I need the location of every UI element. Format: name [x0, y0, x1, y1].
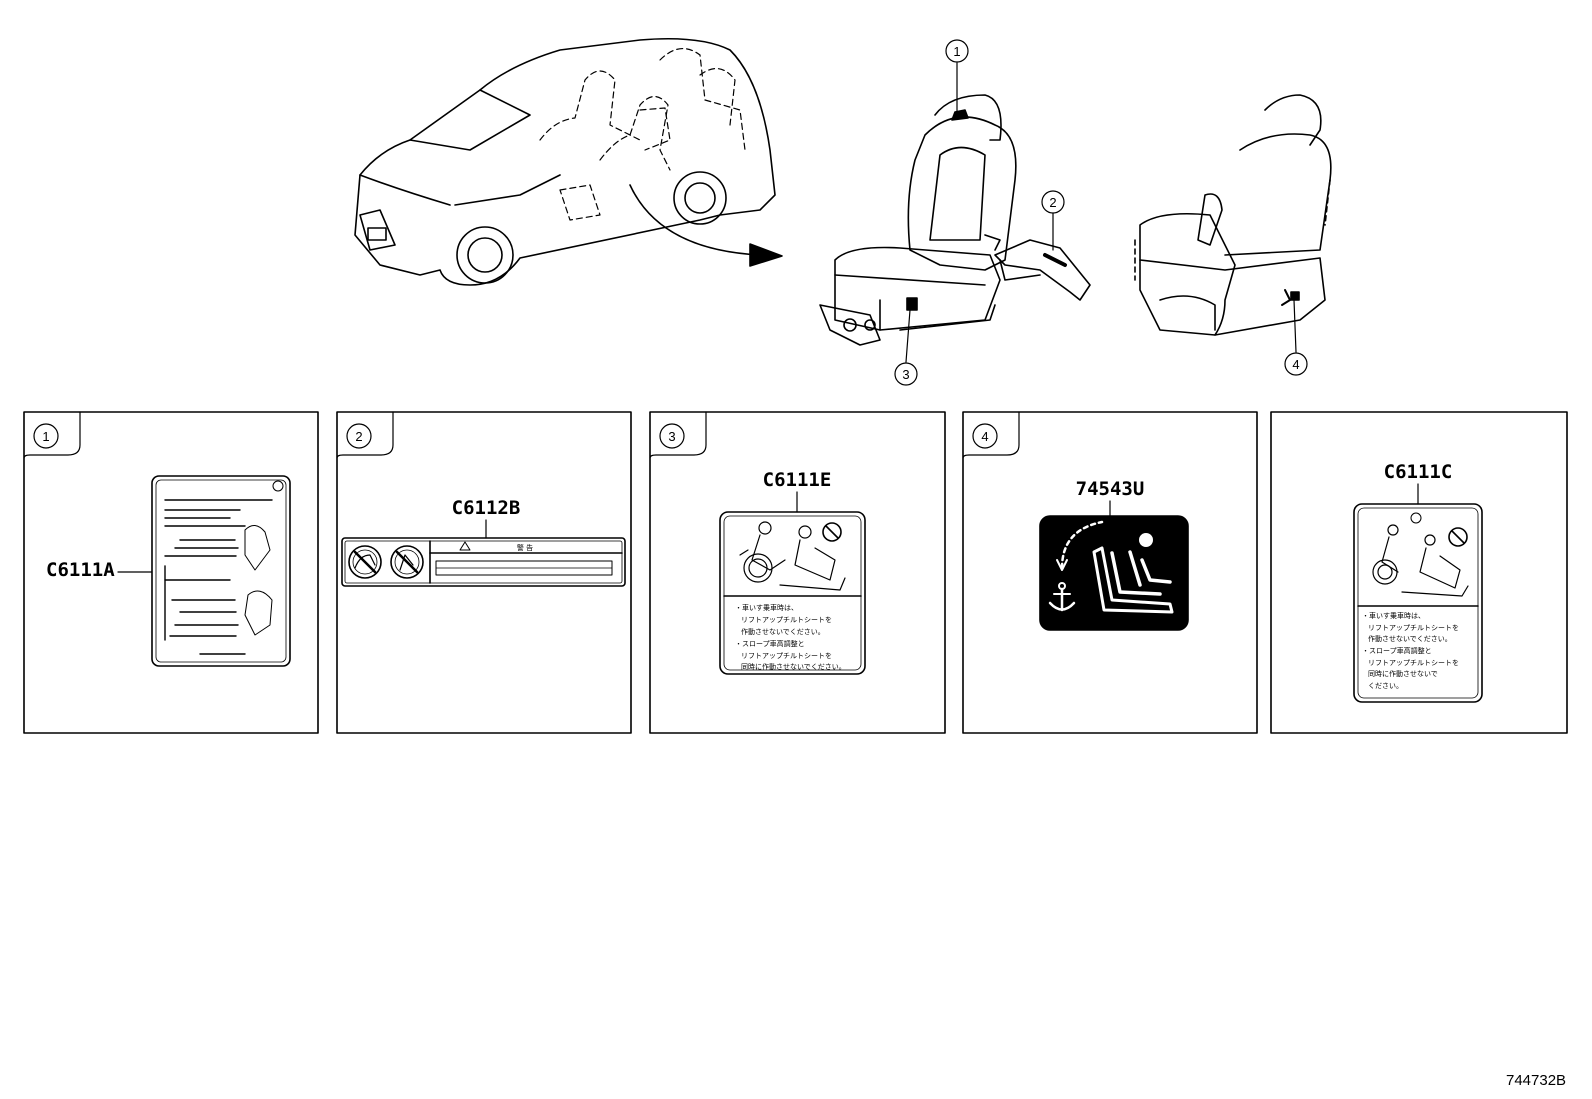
bracket-illustration	[994, 239, 1091, 301]
part-code-c6112b: C6112B	[452, 497, 521, 519]
label-c6111c-line-6: 同時に作動させないで	[1368, 669, 1438, 678]
label-c6111c-line-2: リフトアップチルトシートを	[1368, 624, 1459, 632]
rear-seat-illustration	[1134, 94, 1332, 336]
panel-4-callout-circle	[972, 423, 998, 449]
callout-circle-2	[1041, 190, 1065, 214]
callout-circle-1	[945, 39, 969, 63]
label-c6111a	[117, 475, 291, 667]
detail-panels: 1 2 3 4 C6111A C6112B C6111E 74543U C611…	[23, 411, 1568, 734]
label-74543u	[1039, 500, 1189, 631]
panel-2-frame	[336, 411, 632, 734]
label-c6111e-line-4: ・スロープ車高調整と	[735, 639, 805, 648]
label-c6111c	[1353, 483, 1483, 703]
callout-number-3: 3	[902, 367, 909, 382]
panel-1-callout-circle	[33, 423, 59, 449]
callout-circle-3	[894, 362, 918, 386]
panel-frames	[23, 411, 1568, 734]
panel-1-frame	[23, 411, 319, 734]
label-c6111c-line-3: 作動させないでください。	[1368, 634, 1452, 643]
panel-2-callout-circle	[346, 423, 372, 449]
front-seat-illustration	[819, 94, 1017, 346]
part-code-c6111e: C6111E	[763, 469, 832, 491]
part-code-c6111c: C6111C	[1384, 461, 1453, 483]
panel-3-callout: 3	[668, 429, 675, 444]
label-c6111e-line-1: ・車いす乗車時は、	[735, 603, 798, 612]
drawing-number: 744732B	[1506, 1072, 1567, 1089]
label-c6111e-line-2: リフトアップチルトシートを	[741, 616, 832, 624]
panel-3-frame	[649, 411, 946, 734]
panel-3-callout-circle	[659, 423, 685, 449]
panel-5-frame	[1270, 411, 1568, 734]
panel-1-callout: 1	[42, 429, 49, 444]
callout-number-2: 2	[1049, 195, 1056, 210]
panel-4-frame	[962, 411, 1258, 734]
callout-number-1: 1	[953, 44, 960, 59]
label-c6111c-line-7: ください。	[1368, 682, 1403, 690]
callout-leaders	[905, 62, 1297, 363]
overview-illustration: 1 2 3 4	[354, 37, 1332, 386]
label-c6112b: 警 告	[341, 519, 626, 587]
pointer-arrow	[629, 184, 783, 267]
label-c6111e-line-3: 作動させないでください。	[741, 627, 825, 636]
label-c6111c-line-5: リフトアップチルトシートを	[1368, 659, 1459, 667]
label-c6111c-line-1: ・車いす乗車時は、	[1362, 611, 1425, 620]
label-c6112b-header: 警 告	[517, 543, 533, 552]
label-c6111e	[719, 491, 866, 675]
part-code-c6111a: C6111A	[46, 559, 115, 581]
label-c6111e-line-5: リフトアップチルトシートを	[741, 652, 832, 660]
label-c6111e-line-6: 同時に作動させないでください。	[741, 662, 846, 671]
panel-4-callout: 4	[981, 429, 988, 444]
callout-circle-4	[1284, 352, 1308, 376]
callout-number-4: 4	[1292, 357, 1299, 372]
label-c6111c-line-4: ・スロープ車高調整と	[1362, 646, 1432, 655]
part-code-74543u: 74543U	[1076, 478, 1145, 500]
panel-2-callout: 2	[355, 429, 362, 444]
van-illustration	[354, 37, 776, 286]
